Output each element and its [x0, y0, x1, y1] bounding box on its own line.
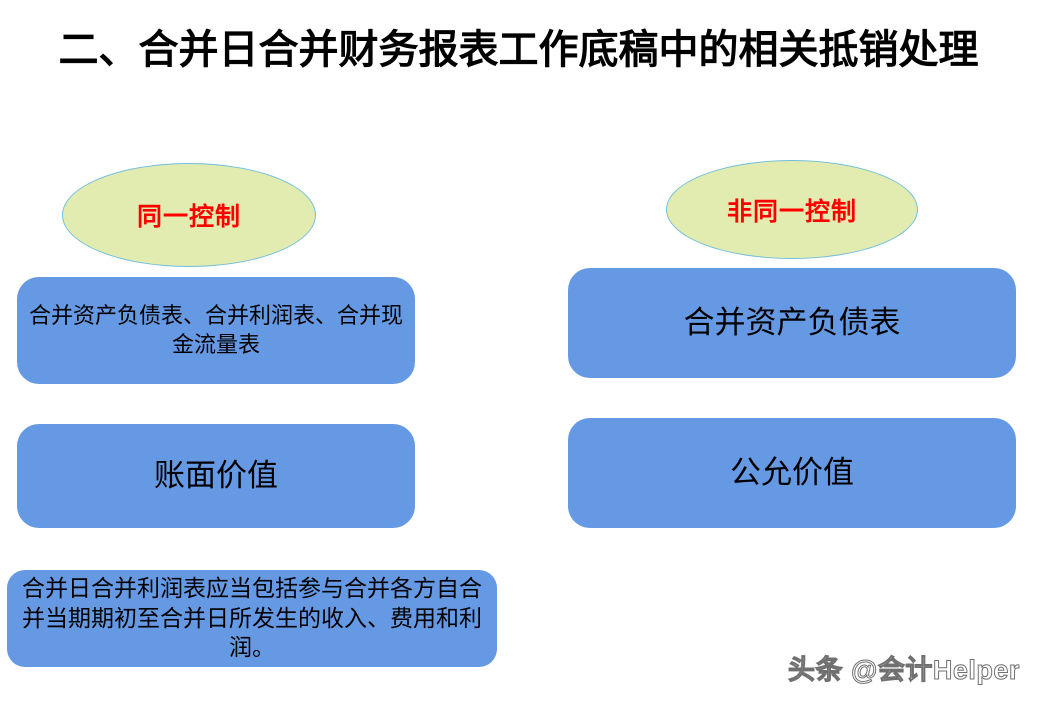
page-title: 二、合并日合并财务报表工作底稿中的相关抵销处理 — [58, 27, 979, 72]
box-right-statements: 合并资产负债表 — [568, 268, 1016, 378]
box-right-measurement: 公允价值 — [568, 418, 1016, 528]
box-left-measurement-label: 账面价值 — [154, 458, 278, 494]
box-right-statements-label: 合并资产负债表 — [683, 305, 901, 341]
box-bottom-note: 合并日合并利润表应当包括参与合并各方自合并当期期初至合并日所发生的收入、费用和利… — [7, 570, 497, 667]
box-left-statements-label: 合并资产负债表、合并利润表、合并现金流量表 — [28, 303, 403, 357]
box-bottom-note-label: 合并日合并利润表应当包括参与合并各方自合并当期期初至合并日所发生的收入、费用和利… — [22, 575, 482, 661]
ellipse-same-control: 同一控制 — [62, 163, 316, 267]
box-left-statements: 合并资产负债表、合并利润表、合并现金流量表 — [17, 277, 415, 384]
ellipse-non-same-control: 非同一控制 — [666, 160, 918, 259]
ellipse-same-control-label: 同一控制 — [136, 204, 241, 231]
box-right-measurement-label: 公允价值 — [730, 455, 854, 491]
ellipse-non-same-control-label: 非同一控制 — [726, 198, 857, 226]
watermark: 头条 @会计Helper — [788, 655, 1020, 686]
box-left-measurement: 账面价值 — [17, 424, 415, 528]
